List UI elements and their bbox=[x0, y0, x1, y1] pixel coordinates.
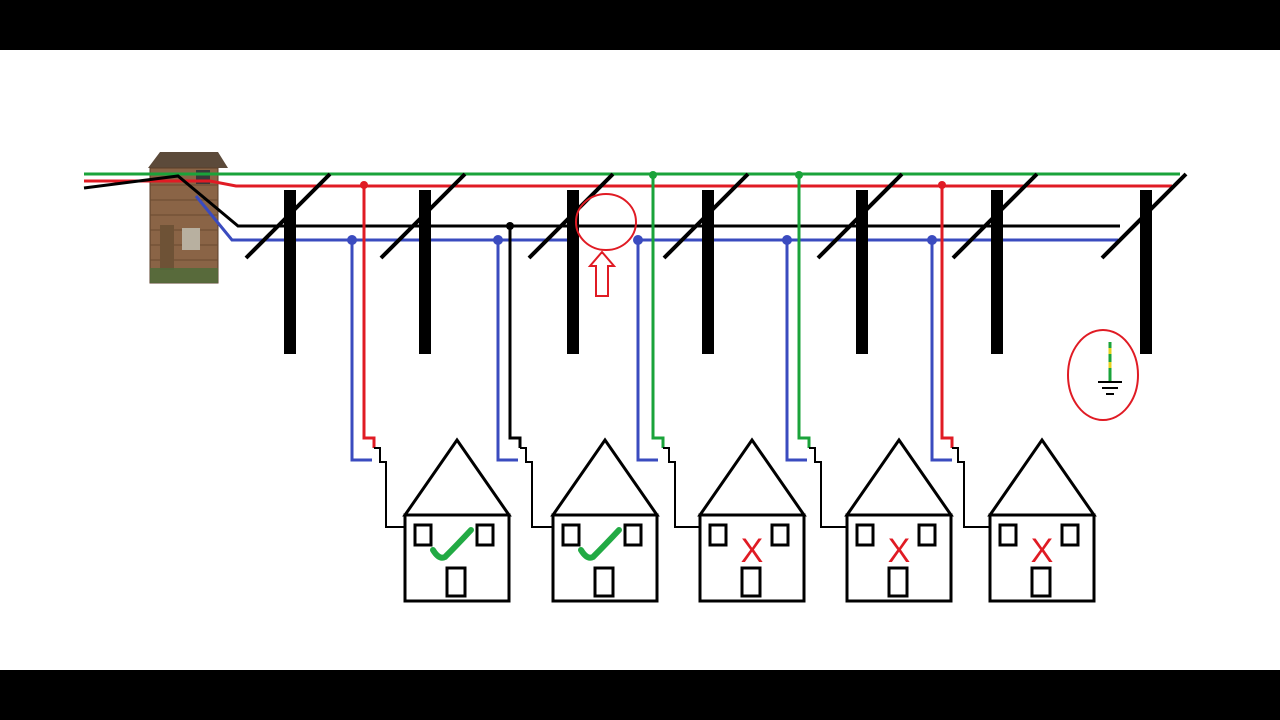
house-window bbox=[475, 523, 495, 547]
phase-tap bbox=[649, 171, 657, 179]
service-drop bbox=[347, 181, 405, 528]
house bbox=[402, 437, 512, 603]
fail-mark: X bbox=[888, 532, 911, 570]
house-window bbox=[623, 523, 643, 547]
pole-crossarm bbox=[244, 172, 332, 260]
house-door bbox=[887, 566, 909, 598]
phase-drop bbox=[940, 185, 954, 448]
pole bbox=[662, 172, 750, 354]
house-window bbox=[998, 523, 1018, 547]
house-roof bbox=[550, 437, 660, 517]
neutral-tap bbox=[347, 235, 357, 245]
neutral-tap bbox=[927, 235, 937, 245]
conductor-blue-source-side bbox=[194, 195, 578, 242]
phase-drop bbox=[362, 185, 376, 448]
service-drops bbox=[347, 171, 990, 528]
bottom-letterbox bbox=[0, 670, 1280, 720]
house-door bbox=[593, 566, 615, 598]
neutral-drop bbox=[930, 240, 952, 462]
house-door bbox=[740, 566, 762, 598]
neutral-drop bbox=[636, 240, 658, 462]
overhead-conductors bbox=[83, 172, 1180, 242]
fault-marker-icon bbox=[575, 193, 637, 297]
house-window bbox=[413, 523, 433, 547]
house: X bbox=[844, 437, 954, 603]
neutral-drop bbox=[496, 240, 518, 462]
top-letterbox bbox=[0, 0, 1280, 50]
pole-shaft bbox=[284, 190, 296, 354]
pole-shaft bbox=[1140, 190, 1152, 354]
service-cable bbox=[952, 447, 990, 528]
pole bbox=[951, 172, 1039, 354]
neutral-tap bbox=[782, 235, 792, 245]
phase-drop bbox=[651, 175, 665, 448]
pole bbox=[527, 172, 615, 354]
pole-crossarm bbox=[1100, 172, 1188, 260]
pole-crossarm bbox=[379, 172, 467, 260]
pole-crossarm bbox=[816, 172, 904, 260]
pole bbox=[244, 172, 332, 354]
phase-tap bbox=[506, 222, 514, 230]
service-drop bbox=[633, 171, 700, 528]
house-roof bbox=[402, 437, 512, 517]
pole-shaft bbox=[991, 190, 1003, 354]
pole-shaft bbox=[419, 190, 431, 354]
neutral-drop bbox=[350, 240, 372, 462]
phase-tap bbox=[938, 181, 946, 189]
house-roof bbox=[844, 437, 954, 517]
service-cable bbox=[809, 447, 847, 528]
house-window bbox=[770, 523, 790, 547]
pole-crossarm bbox=[662, 172, 750, 260]
fail-mark: X bbox=[1031, 532, 1054, 570]
service-cable bbox=[520, 447, 553, 528]
pole bbox=[1100, 172, 1188, 354]
phase-drop bbox=[508, 226, 522, 448]
service-drop bbox=[493, 222, 553, 528]
fail-mark: X bbox=[741, 532, 764, 570]
service-cable bbox=[374, 447, 405, 528]
check-icon bbox=[430, 527, 474, 561]
neutral-tap bbox=[633, 235, 643, 245]
phase-drop bbox=[797, 175, 811, 448]
conductor-black bbox=[83, 174, 1120, 228]
service-drop bbox=[927, 181, 990, 528]
house-roof bbox=[987, 437, 1097, 517]
house: X bbox=[697, 437, 807, 603]
house-window bbox=[855, 523, 875, 547]
phase-tap bbox=[360, 181, 368, 189]
poles bbox=[244, 172, 1188, 354]
phase-tap bbox=[795, 171, 803, 179]
house-door bbox=[1030, 566, 1052, 598]
house: X bbox=[987, 437, 1097, 603]
service-drop bbox=[782, 171, 847, 528]
pole-crossarm bbox=[951, 172, 1039, 260]
house-window bbox=[917, 523, 937, 547]
earth-ground-icon bbox=[1067, 329, 1139, 421]
pole-shaft bbox=[702, 190, 714, 354]
pole-crossarm bbox=[527, 172, 615, 260]
house-window bbox=[561, 523, 581, 547]
pole-shaft bbox=[567, 190, 579, 354]
pole bbox=[816, 172, 904, 354]
neutral-tap bbox=[493, 235, 503, 245]
house bbox=[550, 437, 660, 603]
house-window bbox=[708, 523, 728, 547]
check-icon bbox=[578, 527, 622, 561]
neutral-drop bbox=[785, 240, 807, 462]
service-cable bbox=[663, 447, 700, 528]
pole bbox=[379, 172, 467, 354]
substation-building bbox=[148, 152, 228, 284]
pole-shaft bbox=[856, 190, 868, 354]
conductor-red bbox=[84, 179, 1172, 188]
house-door bbox=[445, 566, 467, 598]
house-window bbox=[1060, 523, 1080, 547]
